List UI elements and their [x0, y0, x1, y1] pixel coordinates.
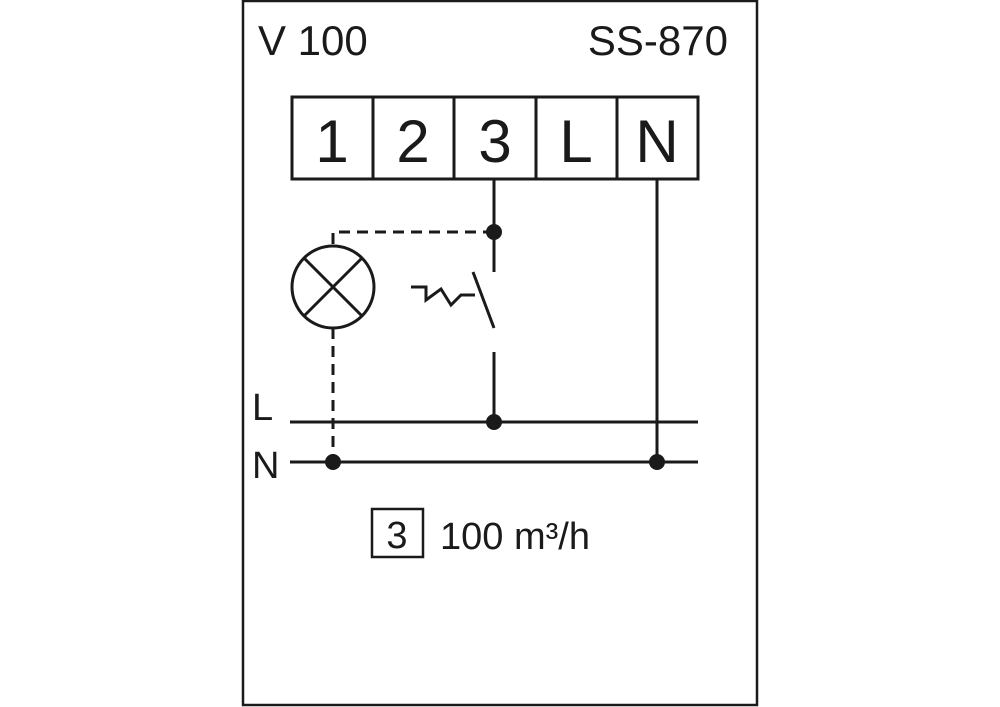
terminal-label-1: 1	[315, 108, 348, 175]
code-label: SS-870	[588, 17, 728, 64]
dashed-wire-lamp-top	[331, 230, 494, 246]
neutral-bus-label: N	[252, 445, 279, 487]
junction-dot-line	[486, 414, 502, 430]
junction-dot-neutral-right	[649, 454, 665, 470]
switch-icon	[411, 271, 496, 329]
diagram-frame	[241, 0, 759, 707]
model-label: V 100	[258, 17, 368, 64]
junction-dot-top	[486, 224, 502, 240]
terminal-label-l: L	[559, 108, 592, 175]
terminal-ref-box	[370, 507, 425, 559]
terminal-label-2: 2	[396, 108, 429, 175]
junction-dot-neutral-left	[325, 454, 341, 470]
terminal-label-3: 3	[478, 108, 511, 175]
flow-rate-label: 100 m³/h	[440, 516, 590, 558]
line-bus-label: L	[252, 387, 273, 429]
terminal-block: 1 2 3 L N	[290, 95, 700, 181]
terminal-ref-label: 3	[386, 515, 407, 557]
lamp-icon	[290, 244, 376, 330]
terminal-label-n: N	[635, 108, 678, 175]
